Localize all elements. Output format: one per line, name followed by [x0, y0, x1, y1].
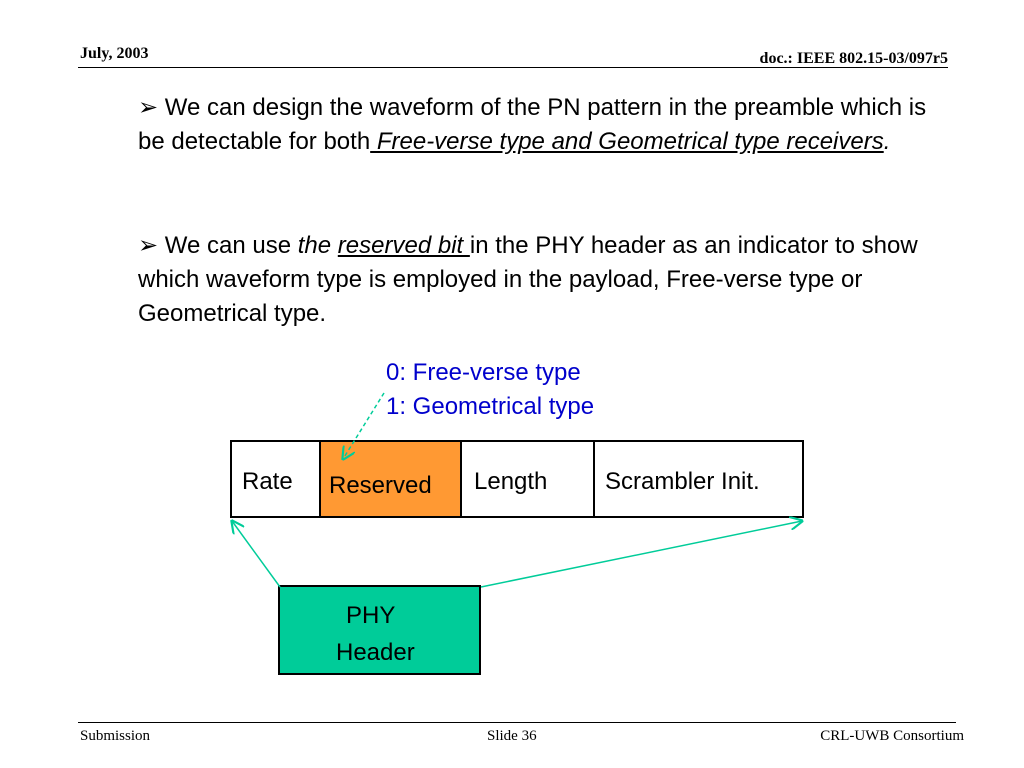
bullet-reserved-bit: ➢ We can use the reserved bit in the PHY…: [138, 229, 928, 331]
bullet-emphasis: Free-verse type and Geometrical type rec…: [370, 128, 884, 155]
footer-submission: Submission: [80, 728, 151, 744]
header-doc-id: doc.: IEEE 802.15-03/097r5: [759, 50, 948, 67]
field-label: Rate: [242, 468, 293, 495]
field-label: Scrambler Init.: [605, 468, 760, 495]
field-label: Length: [474, 468, 548, 495]
bullet-waveform-design: ➢ We can design the waveform of the PN p…: [138, 91, 928, 159]
bullet-text: We can design the waveform of the PN pat…: [138, 94, 927, 155]
field-rate: Rate: [230, 440, 322, 518]
dashed-arrow-to-reserved: [343, 392, 385, 459]
bullet-text: We can use: [158, 232, 298, 259]
arrow-to-scrambler: [480, 521, 802, 588]
header-date: July, 2003: [80, 45, 149, 62]
annotation-free-verse: 0: Free-verse type: [386, 359, 581, 386]
bullet-emphasis-the: the: [297, 232, 332, 259]
footer-slide-number: Slide 36: [487, 728, 537, 744]
field-label: Reserved: [329, 472, 432, 499]
arrow-to-rate: [232, 521, 281, 588]
bullet-text-end: in the PHY header as an indicator to sho…: [138, 232, 918, 327]
phy-box-line2: Header: [336, 639, 415, 666]
bullet-marker-icon: ➢: [138, 94, 159, 121]
field-scrambler-init: Scrambler Init.: [593, 440, 804, 518]
footer-rule: [78, 722, 956, 723]
phy-box-line1: PHY: [346, 602, 396, 629]
bullet-marker-icon: ➢: [138, 232, 159, 259]
bullet-text-end: .: [883, 128, 891, 155]
phy-header-box: PHY Header: [278, 585, 481, 675]
annotation-geometrical: 1: Geometrical type: [386, 393, 595, 420]
header-rule: [78, 67, 948, 68]
bullet-emphasis: reserved bit: [337, 232, 470, 259]
footer-organization: CRL-UWB Consortium: [820, 728, 964, 744]
field-length: Length: [460, 440, 596, 518]
